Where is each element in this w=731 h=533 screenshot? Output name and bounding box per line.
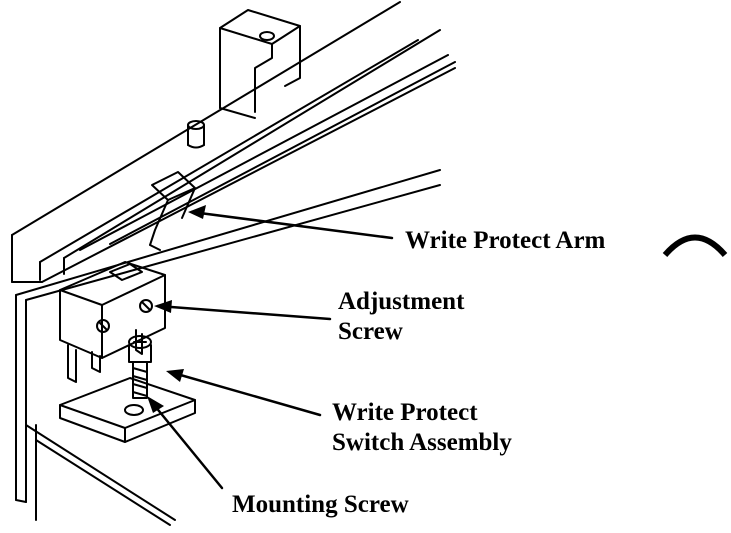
label-write-protect-arm-text: Write Protect Arm xyxy=(405,227,606,254)
mounting-screw-shape xyxy=(128,335,152,399)
label-switch-assembly-line-2: Switch Assembly xyxy=(332,429,512,456)
arc-mark xyxy=(662,234,728,258)
label-adjustment-line-2: Screw xyxy=(338,318,403,345)
label-switch-assembly-line-1: Write Protect xyxy=(332,399,478,426)
label-write-protect-arm: Write Protect Arm xyxy=(405,226,605,256)
label-adjustment-line-1: Adjustment xyxy=(338,288,465,315)
cylinder-post xyxy=(187,120,205,149)
arrow-switch-assembly xyxy=(168,370,322,417)
leader-lines xyxy=(148,210,394,490)
vertical-frame xyxy=(15,294,176,526)
upper-block xyxy=(219,9,301,119)
label-mounting-screw-text: Mounting Screw xyxy=(232,491,409,518)
arrow-write-protect-arm xyxy=(190,210,394,240)
label-switch-assembly: Write Protect Switch Assembly xyxy=(332,398,512,458)
arrow-adjustment-screw xyxy=(156,304,332,321)
rail-frame xyxy=(11,1,456,301)
arrow-mounting-screw xyxy=(148,398,224,490)
label-adjustment-screw: Adjustment Screw xyxy=(338,287,464,347)
switch-body xyxy=(59,261,166,383)
switch-bracket xyxy=(59,377,196,443)
label-mounting-screw: Mounting Screw xyxy=(232,490,409,520)
arrowheads xyxy=(147,205,206,413)
write-protect-arm-shape xyxy=(149,171,196,251)
